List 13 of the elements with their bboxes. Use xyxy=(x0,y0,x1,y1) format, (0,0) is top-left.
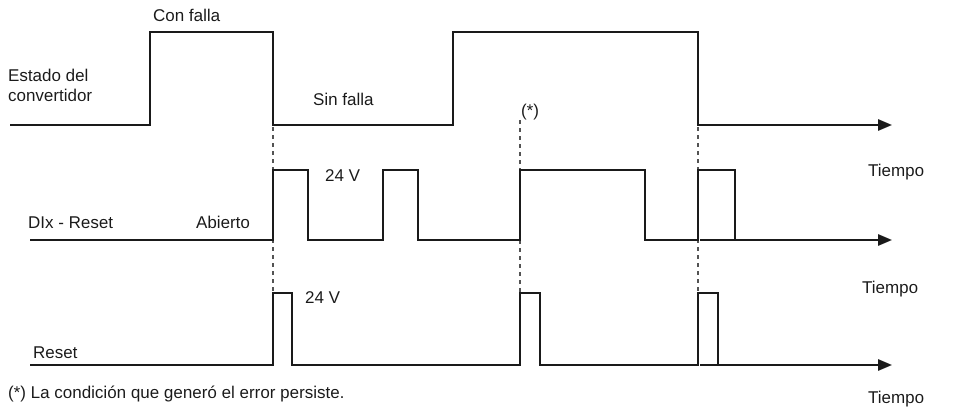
axis-label: Tiempo xyxy=(868,161,924,181)
signal-name: Estado del convertidor xyxy=(8,66,94,106)
footnote: (*) La condición que generó el error persiste. xyxy=(8,383,344,403)
axis-label: Tiempo xyxy=(868,388,924,408)
signal-name: DIx - Reset xyxy=(28,213,114,233)
state-label: Abierto xyxy=(196,213,250,233)
voltage-label: 24 V xyxy=(305,288,340,308)
state-label: Con falla xyxy=(153,6,220,26)
note-mark: (*) xyxy=(521,101,539,121)
signal-name: Reset xyxy=(33,343,78,363)
state-label: Sin falla xyxy=(313,90,374,110)
voltage-label: 24 V xyxy=(325,166,360,186)
axis-label: Tiempo xyxy=(862,278,918,298)
